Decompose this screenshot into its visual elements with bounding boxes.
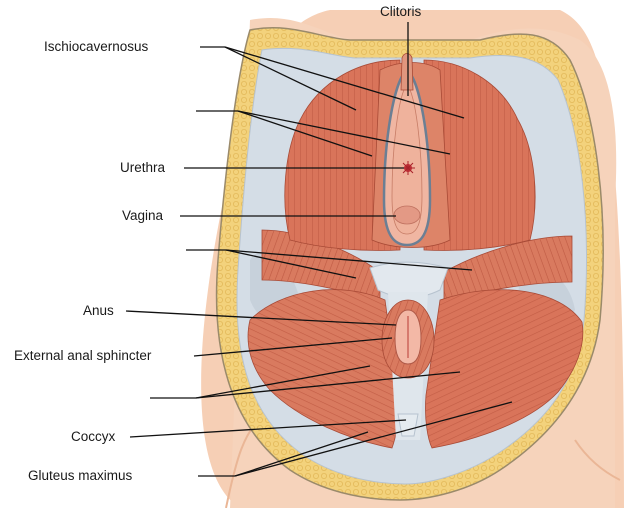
label-ischiocavernosus: Ischiocavernosus <box>44 39 149 54</box>
urethra-opening <box>401 161 415 175</box>
label-gluteus-maximus: Gluteus maximus <box>28 468 133 483</box>
label-clitoris: Clitoris <box>380 4 422 19</box>
label-coccyx: Coccyx <box>71 429 116 444</box>
clitoris-shape <box>400 53 414 91</box>
label-urethra: Urethra <box>120 160 166 175</box>
vestibule-inner <box>391 83 423 235</box>
label-vagina: Vagina <box>122 208 164 223</box>
vaginal-opening <box>393 205 421 225</box>
leader-lines <box>125 22 513 477</box>
coccyx-shape <box>397 413 419 437</box>
muscle-upper-right <box>423 59 536 251</box>
label-anus: Anus <box>83 303 114 318</box>
muscle-upper-left <box>284 59 401 251</box>
muscle-lower-right <box>425 289 584 449</box>
muscle-lower-left <box>247 289 399 449</box>
label-external-anal-sphincter: External anal sphincter <box>14 348 152 363</box>
